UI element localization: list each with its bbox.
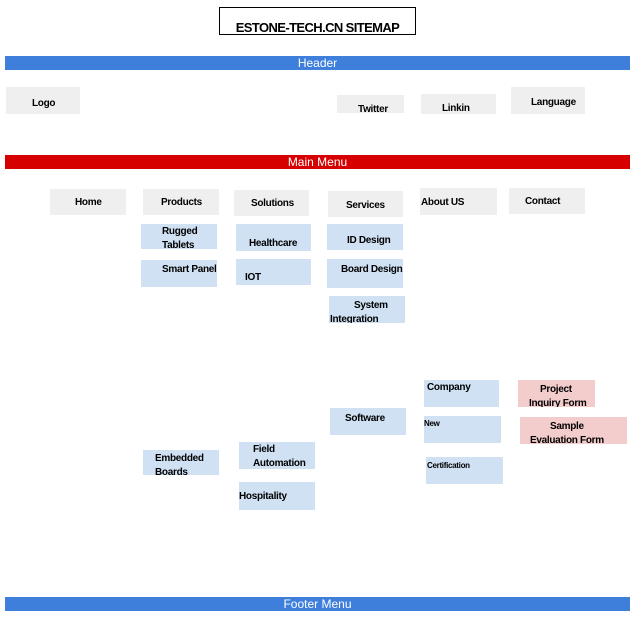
menu-about-us-box: About US xyxy=(420,188,497,215)
services-board-design-box: Board Design xyxy=(327,259,403,288)
twitter-box: Twitter xyxy=(337,95,404,113)
menu-products-box: Products xyxy=(143,189,219,215)
about-news-box: New xyxy=(424,416,501,443)
services-software-box: Software xyxy=(330,408,406,435)
logo-box: Logo xyxy=(6,87,80,114)
system-integration-label: System Integration xyxy=(330,300,388,323)
products-smart-panel-box: Smart Panel xyxy=(141,260,217,287)
menu-services-box: Services xyxy=(328,191,403,217)
footer-menu-section-bar: Footer Menu xyxy=(5,597,630,611)
about-company-box: Company xyxy=(424,380,499,407)
sitemap-title: ESTONE-TECH.CN SITEMAP xyxy=(219,7,416,35)
solutions-hospitality-box: Hospitality xyxy=(239,482,315,510)
menu-contact-box: Contact xyxy=(509,188,585,214)
contact-project-inquiry-form-box: Project Inquiry Form xyxy=(518,380,595,407)
contact-sample-evaluation-form-box: Sample Evaluation Form xyxy=(520,417,627,444)
sample-evaluation-form-label: Sample Evaluation Form xyxy=(530,421,604,444)
products-embedded-boards-box: Embedded Boards xyxy=(143,450,219,475)
solutions-iot-box: IOT xyxy=(236,259,311,285)
menu-solutions-box: Solutions xyxy=(234,190,309,216)
solutions-field-automation-box: Field Automation xyxy=(239,442,315,469)
language-box: Language xyxy=(511,87,585,114)
header-section-bar: Header xyxy=(5,56,630,70)
products-rugged-tablets-box: Rugged Tablets xyxy=(141,224,217,249)
main-menu-section-bar: Main Menu xyxy=(5,155,630,169)
about-certification-box: Certification xyxy=(426,457,503,484)
solutions-healthcare-box: Healthcare xyxy=(236,224,311,251)
linkin-box: Linkin xyxy=(421,94,496,114)
menu-home-box: Home xyxy=(50,189,126,215)
services-system-integration-box: System Integration xyxy=(329,296,405,323)
services-id-design-box: ID Design xyxy=(327,224,403,250)
project-inquiry-form-label: Project Inquiry Form xyxy=(529,384,587,407)
